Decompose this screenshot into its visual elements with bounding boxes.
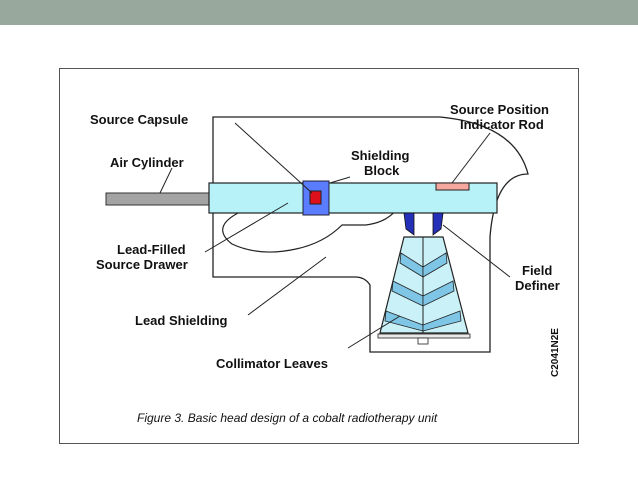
leader-collimator-leaves [347, 315, 401, 349]
collimator-leaf [422, 310, 462, 332]
label-side-code: C2041N2E [550, 328, 561, 377]
label-air-cylinder: Air Cylinder [110, 155, 184, 170]
slide-header-bar [0, 0, 638, 25]
source-position-indicator-rod [435, 182, 470, 191]
leader-indicator-rod [451, 132, 491, 184]
source-capsule [309, 190, 322, 205]
inner-chamber-curve [222, 184, 409, 253]
field-definer-left [403, 212, 415, 236]
leader-field-definer [442, 224, 511, 278]
collimator-leaf [422, 280, 455, 307]
label-shielding-line2: Block [364, 163, 400, 178]
beam-exit-stub [417, 337, 429, 345]
label-source-position-line1: Source Position [450, 102, 549, 117]
label-lead-shielding: Lead Shielding [135, 313, 228, 328]
figure-caption: Figure 3. Basic head design of a cobalt … [137, 411, 438, 425]
collimator-leaf [422, 252, 448, 278]
label-source-capsule: Source Capsule [90, 112, 188, 127]
label-collimator-leaves: Collimator Leaves [216, 356, 328, 371]
leader-lead-shielding [247, 256, 327, 316]
label-source-position-line2: Indicator Rod [460, 117, 544, 132]
label-shielding-line1: Shielding [351, 148, 410, 163]
field-definer-right [432, 212, 444, 236]
label-field-line1: Field [522, 263, 552, 278]
figure-frame: Source Capsule Source Position Indicator… [59, 68, 579, 444]
leader-shielding-block [329, 176, 351, 184]
leader-source-capsule [234, 122, 313, 194]
label-field-line2: Definer [515, 278, 560, 293]
shielding-block [302, 180, 330, 216]
leader-air-cylinder [159, 167, 173, 194]
cobalt-head-diagram: Source Capsule Source Position Indicator… [90, 102, 561, 425]
lead-shielding-housing [212, 116, 529, 353]
leader-source-drawer [204, 202, 289, 253]
label-lead-filled-line2: Source Drawer [96, 257, 188, 272]
label-lead-filled-line1: Lead-Filled [117, 242, 186, 257]
beam-exit-plate [377, 333, 471, 339]
